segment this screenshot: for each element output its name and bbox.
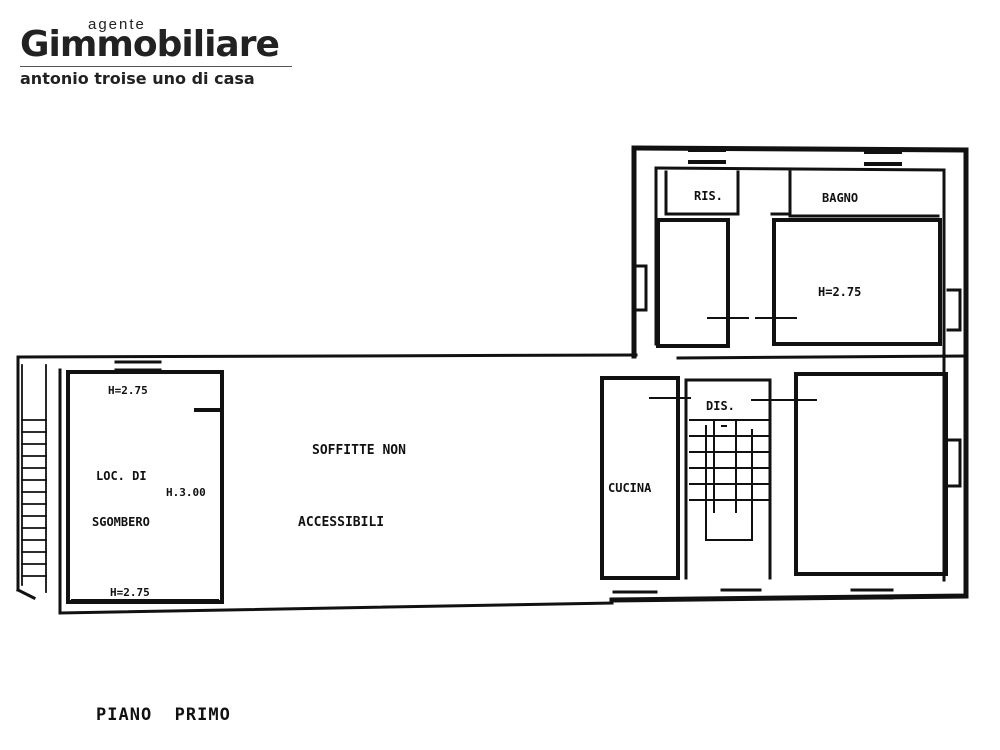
side-window-right-top	[946, 288, 962, 332]
side-window-right-bottom	[946, 438, 962, 488]
outer-wall-left-wing	[15, 353, 638, 615]
side-window-left	[634, 264, 648, 312]
kitchen	[600, 376, 680, 580]
logo-divider	[20, 66, 292, 67]
label-height-bottom-left: H=2.75	[110, 586, 150, 599]
floor-title: PIANO PRIMO	[96, 705, 231, 725]
logo-tagline: antonio troise uno di casa	[20, 69, 255, 88]
label-ris: RIS.	[694, 189, 723, 203]
bagno-room	[788, 170, 940, 218]
storage-room-window-top	[114, 360, 162, 372]
storage-room	[66, 370, 224, 604]
label-height-mid-left: H.3.00	[166, 486, 206, 499]
agency-logo: agente Gimmobiliare antonio troise uno d…	[20, 14, 300, 88]
room-right-upper	[772, 218, 942, 346]
label-soffitte-line2: ACCESSIBILI	[298, 515, 384, 530]
ris-room	[664, 170, 740, 216]
top-window-right	[864, 150, 902, 166]
logo-brand-text: Gimmobiliare	[20, 24, 280, 65]
internal-staircase	[689, 419, 769, 541]
label-dis: DIS.	[706, 399, 735, 413]
label-height-top-left: H=2.75	[108, 384, 148, 397]
label-height-right-room: H=2.75	[818, 285, 861, 299]
label-cucina: CUCINA	[608, 481, 652, 495]
label-loc-line2: SGOMBERO	[92, 515, 150, 529]
stair-hall-wall	[684, 378, 772, 580]
room-right-lower	[794, 372, 948, 576]
bottom-window-3	[850, 588, 894, 600]
label-bagno: BAGNO	[822, 191, 858, 205]
left-external-stair	[21, 364, 47, 593]
logo-agente-text: agente	[88, 16, 146, 33]
top-window-left	[688, 148, 726, 164]
outer-wall-right-block	[609, 145, 969, 603]
label-loc-line1: LOC. DI	[96, 469, 147, 483]
bottom-window-1	[612, 590, 658, 602]
room-left-upper	[656, 218, 730, 348]
label-soffitte-line1: SOFFITTE NON	[312, 443, 406, 458]
mid-wall	[676, 354, 968, 360]
bottom-window-2	[720, 588, 762, 600]
